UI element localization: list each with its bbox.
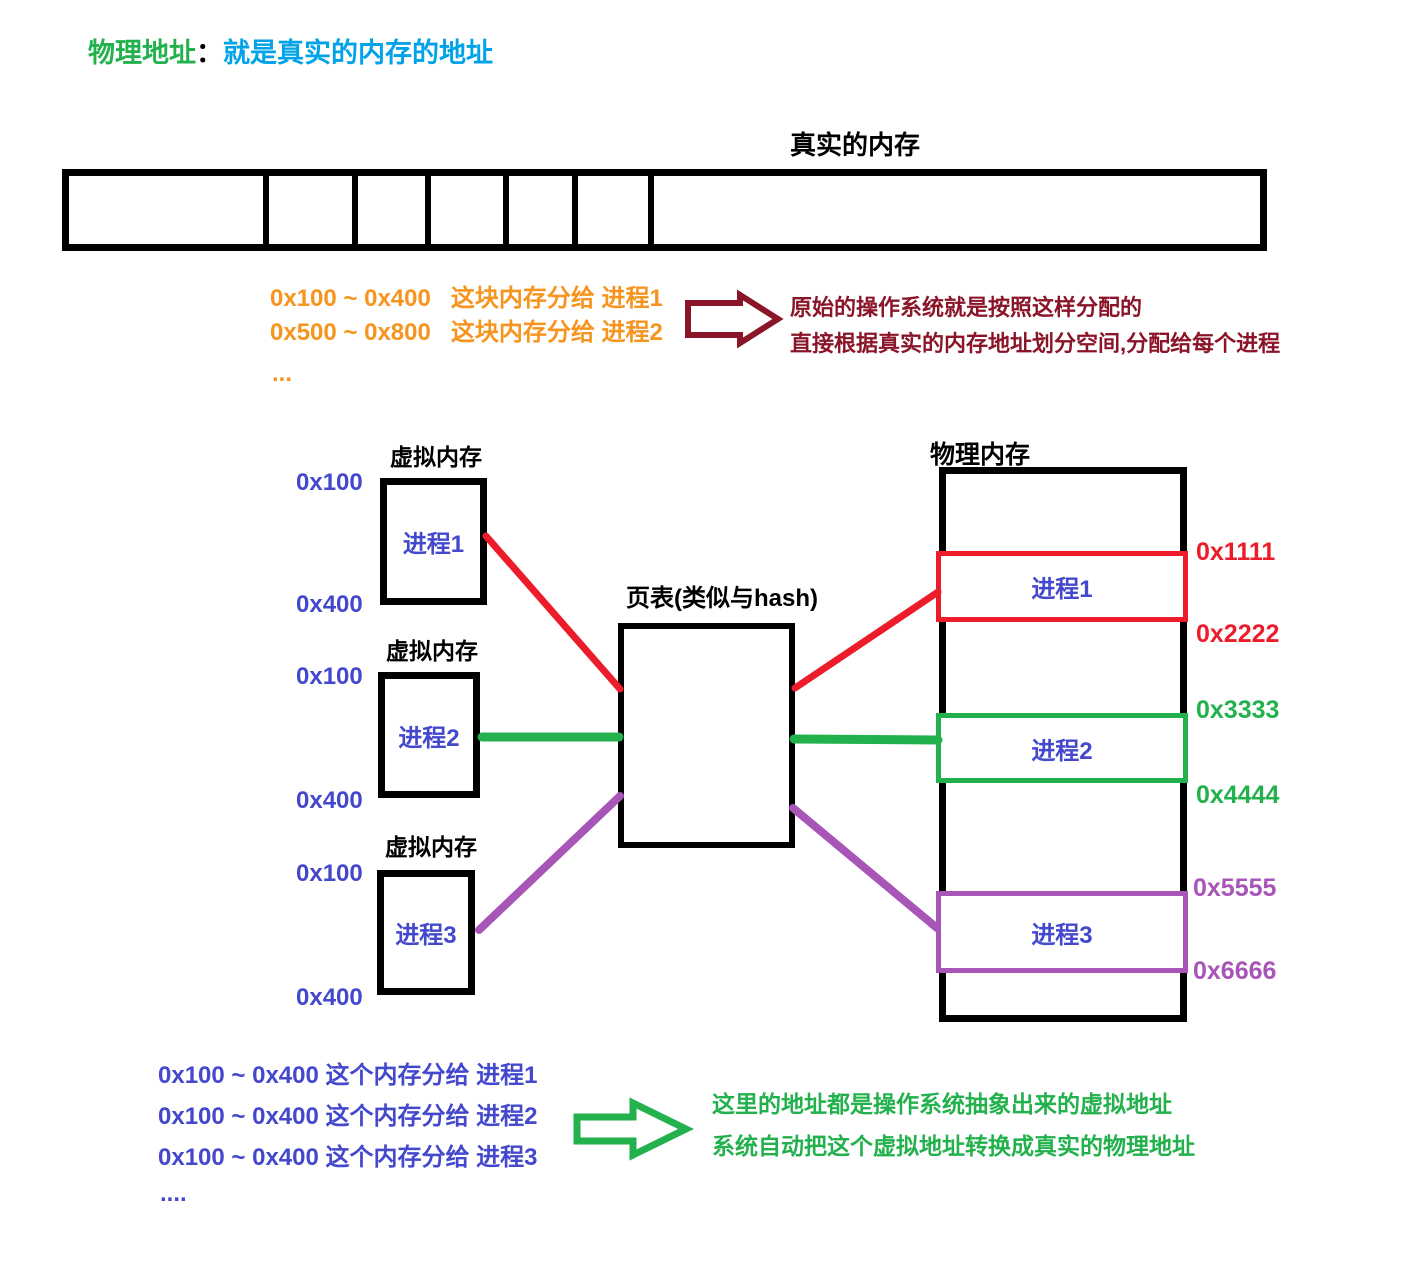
physical-segment-process1-label: 进程1 <box>1031 576 1093 603</box>
right-arrow-icon-green <box>573 1097 694 1161</box>
mapping-line-process2-right <box>789 734 943 745</box>
virtual-memory-1-box: 进程1 <box>380 478 487 605</box>
physical-addr-0x2222: 0x2222 <box>1196 620 1280 648</box>
memory-cell-divider <box>425 176 431 244</box>
virtual-allocation-note-line2: 0x100 ~ 0x400 这个内存分给 进程2 <box>158 1103 538 1130</box>
physical-addr-0x1111: 0x1111 <box>1196 538 1276 566</box>
virtual-memory-1-start-addr: 0x100 <box>296 469 363 496</box>
memory-cell-divider <box>572 176 578 244</box>
virtual-memory-3-start-addr: 0x100 <box>296 860 363 887</box>
page-title: 物理地址：就是真实的内存的地址 <box>88 38 493 69</box>
right-arrow-icon-darkred <box>685 289 784 349</box>
physical-allocation-note-ellipsis: ... <box>272 360 293 387</box>
virtual-memory-1-process-label: 进程1 <box>402 531 465 558</box>
virtual-memory-3-end-addr: 0x400 <box>296 984 363 1011</box>
virtual-memory-2-start-addr: 0x100 <box>296 663 363 690</box>
physical-segment-process1: 进程1 <box>936 551 1188 622</box>
real-memory-bar <box>62 169 1267 251</box>
mapping-line-process3-left <box>475 792 624 934</box>
physical-segment-process3: 进程3 <box>936 891 1188 973</box>
title-colon: ： <box>196 38 223 68</box>
virtual-memory-2-end-addr: 0x400 <box>296 787 363 814</box>
page-table-box <box>618 623 795 848</box>
virtual-memory-3-process-label: 进程3 <box>395 922 457 949</box>
virtual-memory-1-title: 虚拟内存 <box>390 444 482 470</box>
real-memory-label: 真实的内存 <box>790 130 921 160</box>
virtual-allocation-note-ellipsis: .... <box>160 1180 187 1207</box>
physical-segment-process2: 进程2 <box>936 713 1188 783</box>
memory-cell-divider <box>263 176 269 244</box>
mapping-line-process3-right <box>789 804 941 932</box>
page-table-label: 页表(类似与hash) <box>626 585 818 612</box>
virtual-memory-1-end-addr: 0x400 <box>296 591 363 618</box>
physical-segment-process3-label: 进程3 <box>1031 921 1093 949</box>
virtual-memory-2-title: 虚拟内存 <box>386 638 478 664</box>
memory-cell-divider <box>352 176 358 244</box>
title-definition: 就是真实的内存的地址 <box>223 38 493 68</box>
virtual-memory-2-box: 进程2 <box>378 672 480 798</box>
physical-allocation-note-line2: 0x500 ~ 0x800 这块内存分给 进程2 <box>270 319 663 346</box>
virtual-address-note-line1: 这里的地址都是操作系统抽象出来的虚拟地址 <box>712 1091 1172 1117</box>
virtual-address-note-line2: 系统自动把这个虚拟地址转换成真实的物理地址 <box>712 1133 1195 1159</box>
virtual-memory-3-title: 虚拟内存 <box>385 834 477 860</box>
virtual-allocation-note-line3: 0x100 ~ 0x400 这个内存分给 进程3 <box>158 1144 538 1171</box>
mapping-line-process1-left <box>482 532 624 693</box>
physical-addr-0x3333: 0x3333 <box>1196 696 1280 724</box>
title-term: 物理地址 <box>88 38 196 68</box>
physical-addr-0x4444: 0x4444 <box>1196 781 1280 809</box>
physical-allocation-note-line1: 0x100 ~ 0x400 这块内存分给 进程1 <box>270 285 663 312</box>
virtual-allocation-note-line1: 0x100 ~ 0x400 这个内存分给 进程1 <box>158 1062 538 1089</box>
physical-segment-process2-label: 进程2 <box>1031 737 1093 765</box>
legacy-note-line1: 原始的操作系统就是按照这样分配的 <box>790 295 1143 320</box>
physical-addr-0x6666: 0x6666 <box>1193 957 1277 985</box>
physical-memory-label: 物理内存 <box>930 441 1031 469</box>
memory-cell-divider <box>503 176 509 244</box>
virtual-memory-3-box: 进程3 <box>377 870 475 995</box>
memory-cell-divider <box>648 176 654 244</box>
virtual-memory-2-process-label: 进程2 <box>398 724 460 752</box>
physical-addr-0x5555: 0x5555 <box>1193 874 1277 902</box>
legacy-note-line2: 直接根据真实的内存地址划分空间,分配给每个进程 <box>790 331 1281 356</box>
